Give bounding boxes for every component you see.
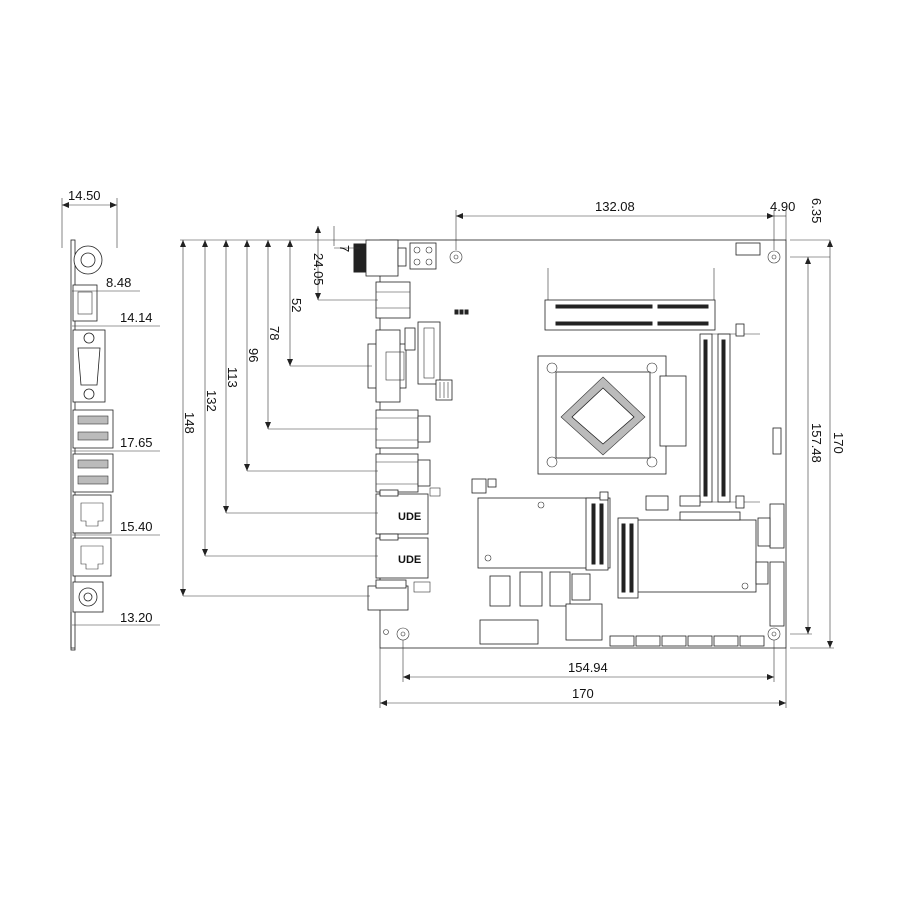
header-block xyxy=(757,517,771,547)
dim-v-52: 52 xyxy=(289,298,304,312)
side-lan-port-2 xyxy=(72,537,112,577)
dim-v-7: 7 xyxy=(337,245,352,252)
cpu-socket xyxy=(537,355,687,475)
mounting-hole-icon xyxy=(767,627,781,641)
dim-side-dp: 8.48 xyxy=(106,275,131,290)
dim-v-132: 132 xyxy=(204,390,219,412)
dim-top-span: 132.08 xyxy=(595,199,635,214)
mini-pcie-card-1 xyxy=(477,491,611,571)
dim-v-148: 148 xyxy=(182,412,197,434)
header-block xyxy=(549,571,571,607)
side-lan-port-1 xyxy=(72,494,112,534)
left-vertical-dimensions: 7 24.05 52 78 96 113 132 148 xyxy=(180,226,378,597)
lan-connector-1 xyxy=(375,487,441,535)
header-block xyxy=(755,561,769,585)
displayport-connector xyxy=(375,281,411,319)
dim-side-vga: 14.14 xyxy=(120,310,153,325)
brand-logo-2: UDE xyxy=(398,554,421,566)
header-block xyxy=(571,573,591,601)
mounting-hole-icon xyxy=(767,250,781,264)
sodimm-slot-vertical xyxy=(699,323,760,509)
mounting-hole-icon xyxy=(396,627,410,641)
brand-logo-1: UDE xyxy=(398,511,421,523)
lvds-header xyxy=(417,321,441,385)
dim-bottom-outer: 170 xyxy=(572,686,594,701)
dim-right-inner: 157.48 xyxy=(809,423,824,463)
mini-pcie-card-2 xyxy=(617,517,757,599)
header-block xyxy=(479,619,539,645)
dim-top-right: 4.90 xyxy=(770,199,795,214)
side-displayport xyxy=(72,284,98,322)
dim-v-96: 96 xyxy=(246,348,261,362)
dim-side-lan: 15.40 xyxy=(120,519,153,534)
top-dimensions: 132.08 4.90 6.35 xyxy=(455,198,830,258)
usb-connector-2 xyxy=(375,453,431,493)
audio-jack xyxy=(367,585,409,611)
dim-right-outer: 170 xyxy=(831,432,846,454)
dim-v-78: 78 xyxy=(267,326,282,340)
header-block xyxy=(565,603,603,641)
board-top-view: UDE UDE xyxy=(353,239,787,649)
dim-v-113: 113 xyxy=(225,367,240,388)
header-block xyxy=(769,503,785,549)
header-block xyxy=(769,561,785,627)
sodimm-slot-horizontal xyxy=(544,268,716,331)
dim-side-audio: 13.20 xyxy=(120,610,153,625)
header-block xyxy=(489,575,511,607)
usb-connector-1 xyxy=(375,409,431,449)
header-block xyxy=(519,571,543,607)
bottom-dimensions: 154.94 170 xyxy=(379,640,787,708)
mounting-hole-icon xyxy=(449,250,463,264)
dim-bottom-inner: 154.94 xyxy=(568,660,608,675)
side-view: 14.50 8.48 14.14 17.65 15.40 13.20 xyxy=(61,188,160,651)
dim-v-24: 24.05 xyxy=(311,253,326,286)
bottom-pin-headers xyxy=(609,635,765,647)
dim-side-usb: 17.65 xyxy=(120,435,153,450)
right-vertical-dimensions: 157.48 170 xyxy=(790,240,846,649)
lan-connector-2 xyxy=(375,533,429,579)
dim-top-offset: 6.35 xyxy=(809,198,824,223)
dim-side-width: 14.50 xyxy=(68,188,101,203)
power-connector-4pin xyxy=(409,242,437,270)
